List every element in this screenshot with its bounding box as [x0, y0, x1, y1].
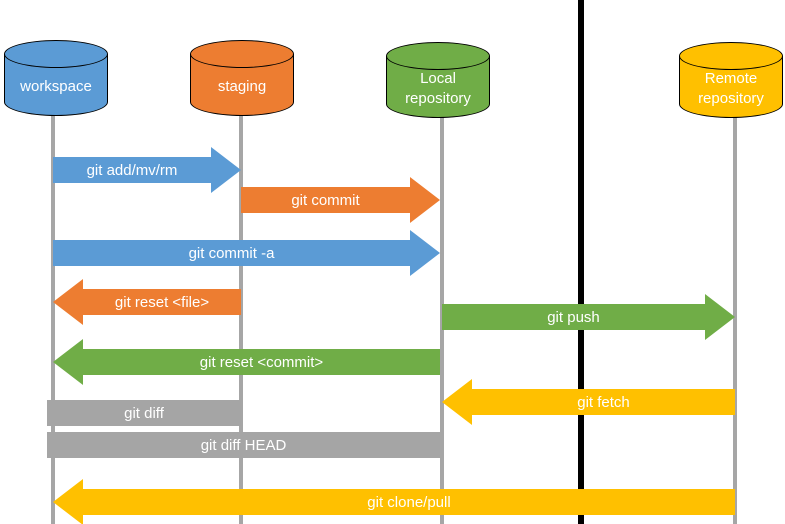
bar-label: git diff: [124, 404, 164, 422]
arrow-label: git commit -a: [188, 244, 275, 262]
cylinder-top: [4, 40, 108, 68]
bar-git-diff-head: git diff HEAD: [47, 432, 440, 458]
node-local-repository: Local repository: [386, 42, 490, 118]
arrow-label: git clone/pull: [367, 493, 451, 511]
arrow-git-clone-pull: git clone/pull: [53, 479, 735, 524]
arrow-git-add-mv-rm: git add/mv/rm: [53, 147, 241, 193]
arrow-git-fetch: git fetch: [442, 379, 735, 425]
arrow-git-reset-file: git reset <file>: [53, 279, 241, 325]
cylinder-top: [386, 42, 490, 70]
cylinder-top: [190, 40, 294, 68]
arrow-label: git add/mv/rm: [86, 161, 178, 179]
arrow-git-commit-a: git commit -a: [53, 230, 440, 276]
lifeline-workspace: [51, 112, 55, 524]
node-label: Local repository: [405, 69, 471, 107]
node-workspace: workspace: [4, 40, 108, 116]
bar-label: git diff HEAD: [200, 436, 287, 454]
node-remote-repository: Remote repository: [679, 42, 783, 118]
lifeline-staging: [239, 112, 243, 524]
arrow-label: git push: [547, 308, 600, 326]
node-label: workspace: [20, 77, 92, 95]
arrow-label: git reset <file>: [114, 293, 210, 311]
node-staging: staging: [190, 40, 294, 116]
node-label: Remote repository: [698, 69, 764, 107]
arrow-label: git fetch: [577, 393, 630, 411]
cylinder-top: [679, 42, 783, 70]
arrow-label: git commit: [291, 191, 360, 209]
arrow-git-push: git push: [442, 294, 735, 340]
bar-git-diff: git diff: [47, 400, 241, 426]
node-label: staging: [217, 77, 267, 95]
arrow-git-reset-commit: git reset <commit>: [53, 339, 440, 385]
arrow-label: git reset <commit>: [199, 353, 324, 371]
arrow-git-commit: git commit: [241, 177, 440, 223]
local-remote-divider: [578, 0, 584, 524]
lifeline-remote-repository: [733, 112, 737, 524]
